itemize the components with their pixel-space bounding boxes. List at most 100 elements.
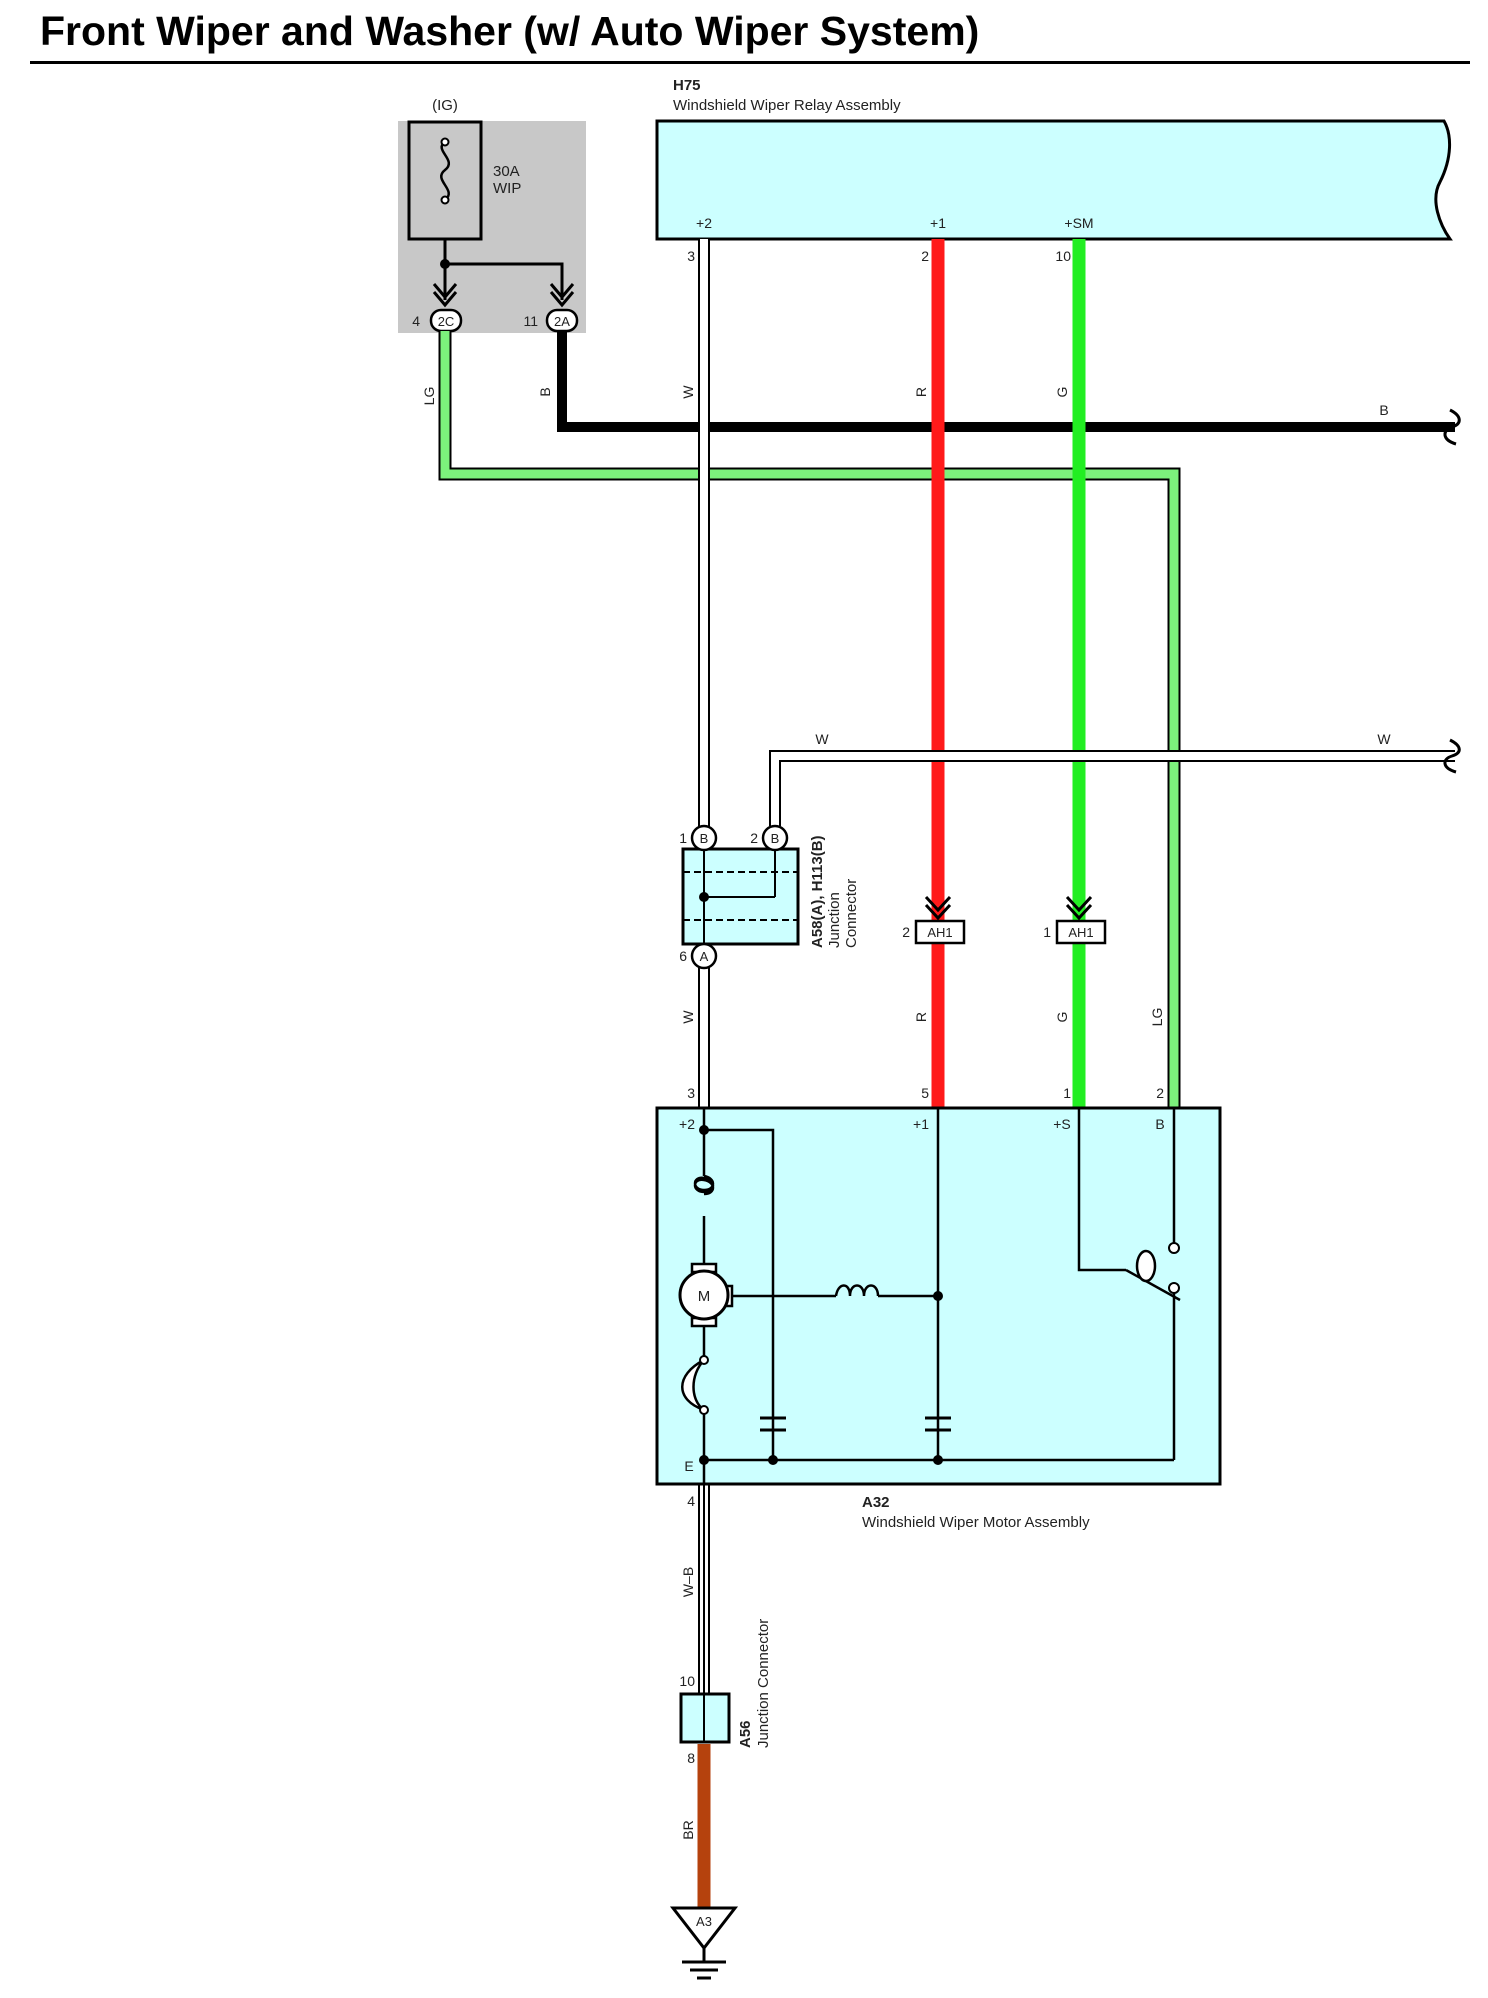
wire-label-b: B	[537, 387, 553, 396]
motor-pin-3: 3	[687, 1085, 695, 1101]
wire-label-r-lower: R	[913, 1012, 929, 1022]
connector-ah1-r: AH1 2	[902, 895, 966, 945]
connector-ah1-r-pin: 2	[902, 924, 910, 940]
motor-term-s: +S	[1053, 1116, 1071, 1132]
fuse-pin-11-number: 11	[523, 313, 538, 329]
ground-triangle-icon	[669, 1906, 739, 1951]
junction-connector-a58: B 1 B 2 A 6 A58(A), H113(B) Junction Con…	[679, 824, 860, 970]
relay-term-sm: +SM	[1064, 215, 1093, 231]
fuse-rating: 30A	[493, 163, 520, 180]
wire-w-branch	[771, 752, 1455, 826]
motor-term-plus2: +2	[679, 1116, 695, 1132]
fuse-pin-arrow-icon	[549, 283, 575, 308]
motor-name: Windshield Wiper Motor Assembly	[862, 1514, 1090, 1531]
switch-cam-icon	[1135, 1249, 1157, 1283]
svg-text:AH1: AH1	[927, 925, 952, 940]
motor-pin-4: 4	[687, 1493, 695, 1509]
junction-a56-pin-8: 8	[687, 1750, 695, 1766]
coil-icon	[693, 1174, 715, 1196]
wire-label-w-right: W	[1377, 731, 1391, 747]
wire-label-wb: W–B	[680, 1567, 696, 1597]
wire-b	[557, 331, 1455, 432]
relay-pin-3: 3	[687, 248, 695, 264]
switch-contact-icon	[1125, 1268, 1181, 1302]
junction-pin-2	[761, 824, 789, 852]
relay-id: H75	[673, 77, 701, 94]
wire-w-continuation-icon	[1443, 738, 1461, 774]
relay-name: Windshield Wiper Relay Assembly	[673, 97, 901, 114]
ground-id: A3	[696, 1914, 712, 1929]
diagram-title: Front Wiper and Washer (w/ Auto Wiper Sy…	[40, 8, 980, 54]
wire-label-w: W	[680, 385, 696, 399]
title-underline	[30, 61, 1470, 64]
fuse-block: (IG) 30A WIP 2C 4 2A 11	[398, 97, 586, 333]
junction-connector-a56: 10 8 A56 Junction Connector	[679, 1619, 772, 1766]
junction-pin-1	[690, 824, 718, 852]
wire-w-branch-outline	[769, 750, 1455, 826]
ground-point: A3	[669, 1906, 739, 1980]
junction-pin-1-number: 1	[679, 830, 687, 846]
connector-arrow-icon	[1065, 895, 1093, 921]
svg-text:2C: 2C	[438, 314, 455, 329]
motor-term-b: B	[1155, 1116, 1164, 1132]
relay-body	[655, 119, 1453, 241]
svg-text:2A: 2A	[554, 314, 570, 329]
motor-pin-5: 5	[921, 1085, 929, 1101]
wire-label-g: G	[1054, 387, 1070, 398]
relay-term-plus2: +2	[696, 215, 712, 231]
svg-text:A: A	[700, 949, 709, 964]
wire-label-w-lower: W	[680, 1010, 696, 1024]
wire-label-w-top: W	[815, 731, 829, 747]
capacitor-icon	[760, 1416, 951, 1432]
connector-ah1-r-box	[914, 919, 966, 945]
fuse-pin-arrow-icon	[432, 283, 458, 308]
wire-label-br: BR	[680, 1820, 696, 1839]
relay-pin-2: 2	[921, 248, 929, 264]
connector-arrow-icon	[924, 895, 952, 921]
wire-lg	[440, 331, 1179, 1108]
motor-icon	[678, 1269, 730, 1321]
junction-pin-2-number: 2	[750, 830, 758, 846]
wire-labels: LG B W R G B W W W R G LG W–B BR	[421, 385, 1391, 1840]
inductor-icon	[834, 1284, 880, 1297]
fuse-pin-4-number: 4	[412, 313, 420, 329]
connector-ah1-g: AH1 1	[1043, 895, 1107, 945]
switch-terminal-icon	[1168, 1242, 1180, 1254]
svg-text:AH1: AH1	[1068, 925, 1093, 940]
motor-term-e: E	[684, 1458, 693, 1474]
relay-term-plus1: +1	[930, 215, 946, 231]
wire-lg-outline	[438, 331, 1181, 1108]
wire-b-continuation-icon	[1443, 408, 1461, 446]
wire-label-lg-lower: LG	[1149, 1008, 1165, 1027]
motor-symbol-label: M	[698, 1288, 711, 1305]
fuse-group-label: (IG)	[432, 97, 458, 114]
junction-a56-id: A56	[737, 1720, 754, 1748]
motor-id: A32	[862, 1494, 890, 1511]
fuse-element-icon	[440, 140, 451, 201]
junction-name-line2: Connector	[843, 879, 860, 948]
switch-terminal-icon	[1168, 1282, 1180, 1294]
relay-assembly: H75 Windshield Wiper Relay Assembly +2 +…	[655, 77, 1453, 264]
junction-pin-6	[690, 942, 718, 970]
connector-ah1-g-box	[1055, 919, 1107, 945]
junction-id: A58(A), H113(B)	[809, 835, 826, 948]
svg-text:B: B	[771, 831, 780, 846]
wire-label-b-right: B	[1379, 402, 1388, 418]
wires	[438, 239, 1461, 1910]
wiper-motor-assembly: 3 5 1 2 +2 +1 +S B E	[655, 1085, 1222, 1531]
motor-term-plus1: +1	[913, 1116, 929, 1132]
fuse-name: WIP	[493, 180, 521, 197]
svg-text:B: B	[700, 831, 709, 846]
wire-label-g-lower: G	[1054, 1012, 1070, 1023]
relay-pin-10: 10	[1055, 248, 1071, 264]
junction-name-line1: Junction	[826, 892, 843, 948]
motor-pin-2: 2	[1156, 1085, 1164, 1101]
wire-label-lg: LG	[421, 387, 437, 406]
junction-a56-pin-10: 10	[679, 1673, 695, 1689]
motor-pin-1: 1	[1063, 1085, 1071, 1101]
junction-pin-6-number: 6	[679, 948, 687, 964]
connector-ah1-g-pin: 1	[1043, 924, 1051, 940]
wire-label-r: R	[913, 387, 929, 397]
junction-a56-name: Junction Connector	[755, 1619, 772, 1748]
